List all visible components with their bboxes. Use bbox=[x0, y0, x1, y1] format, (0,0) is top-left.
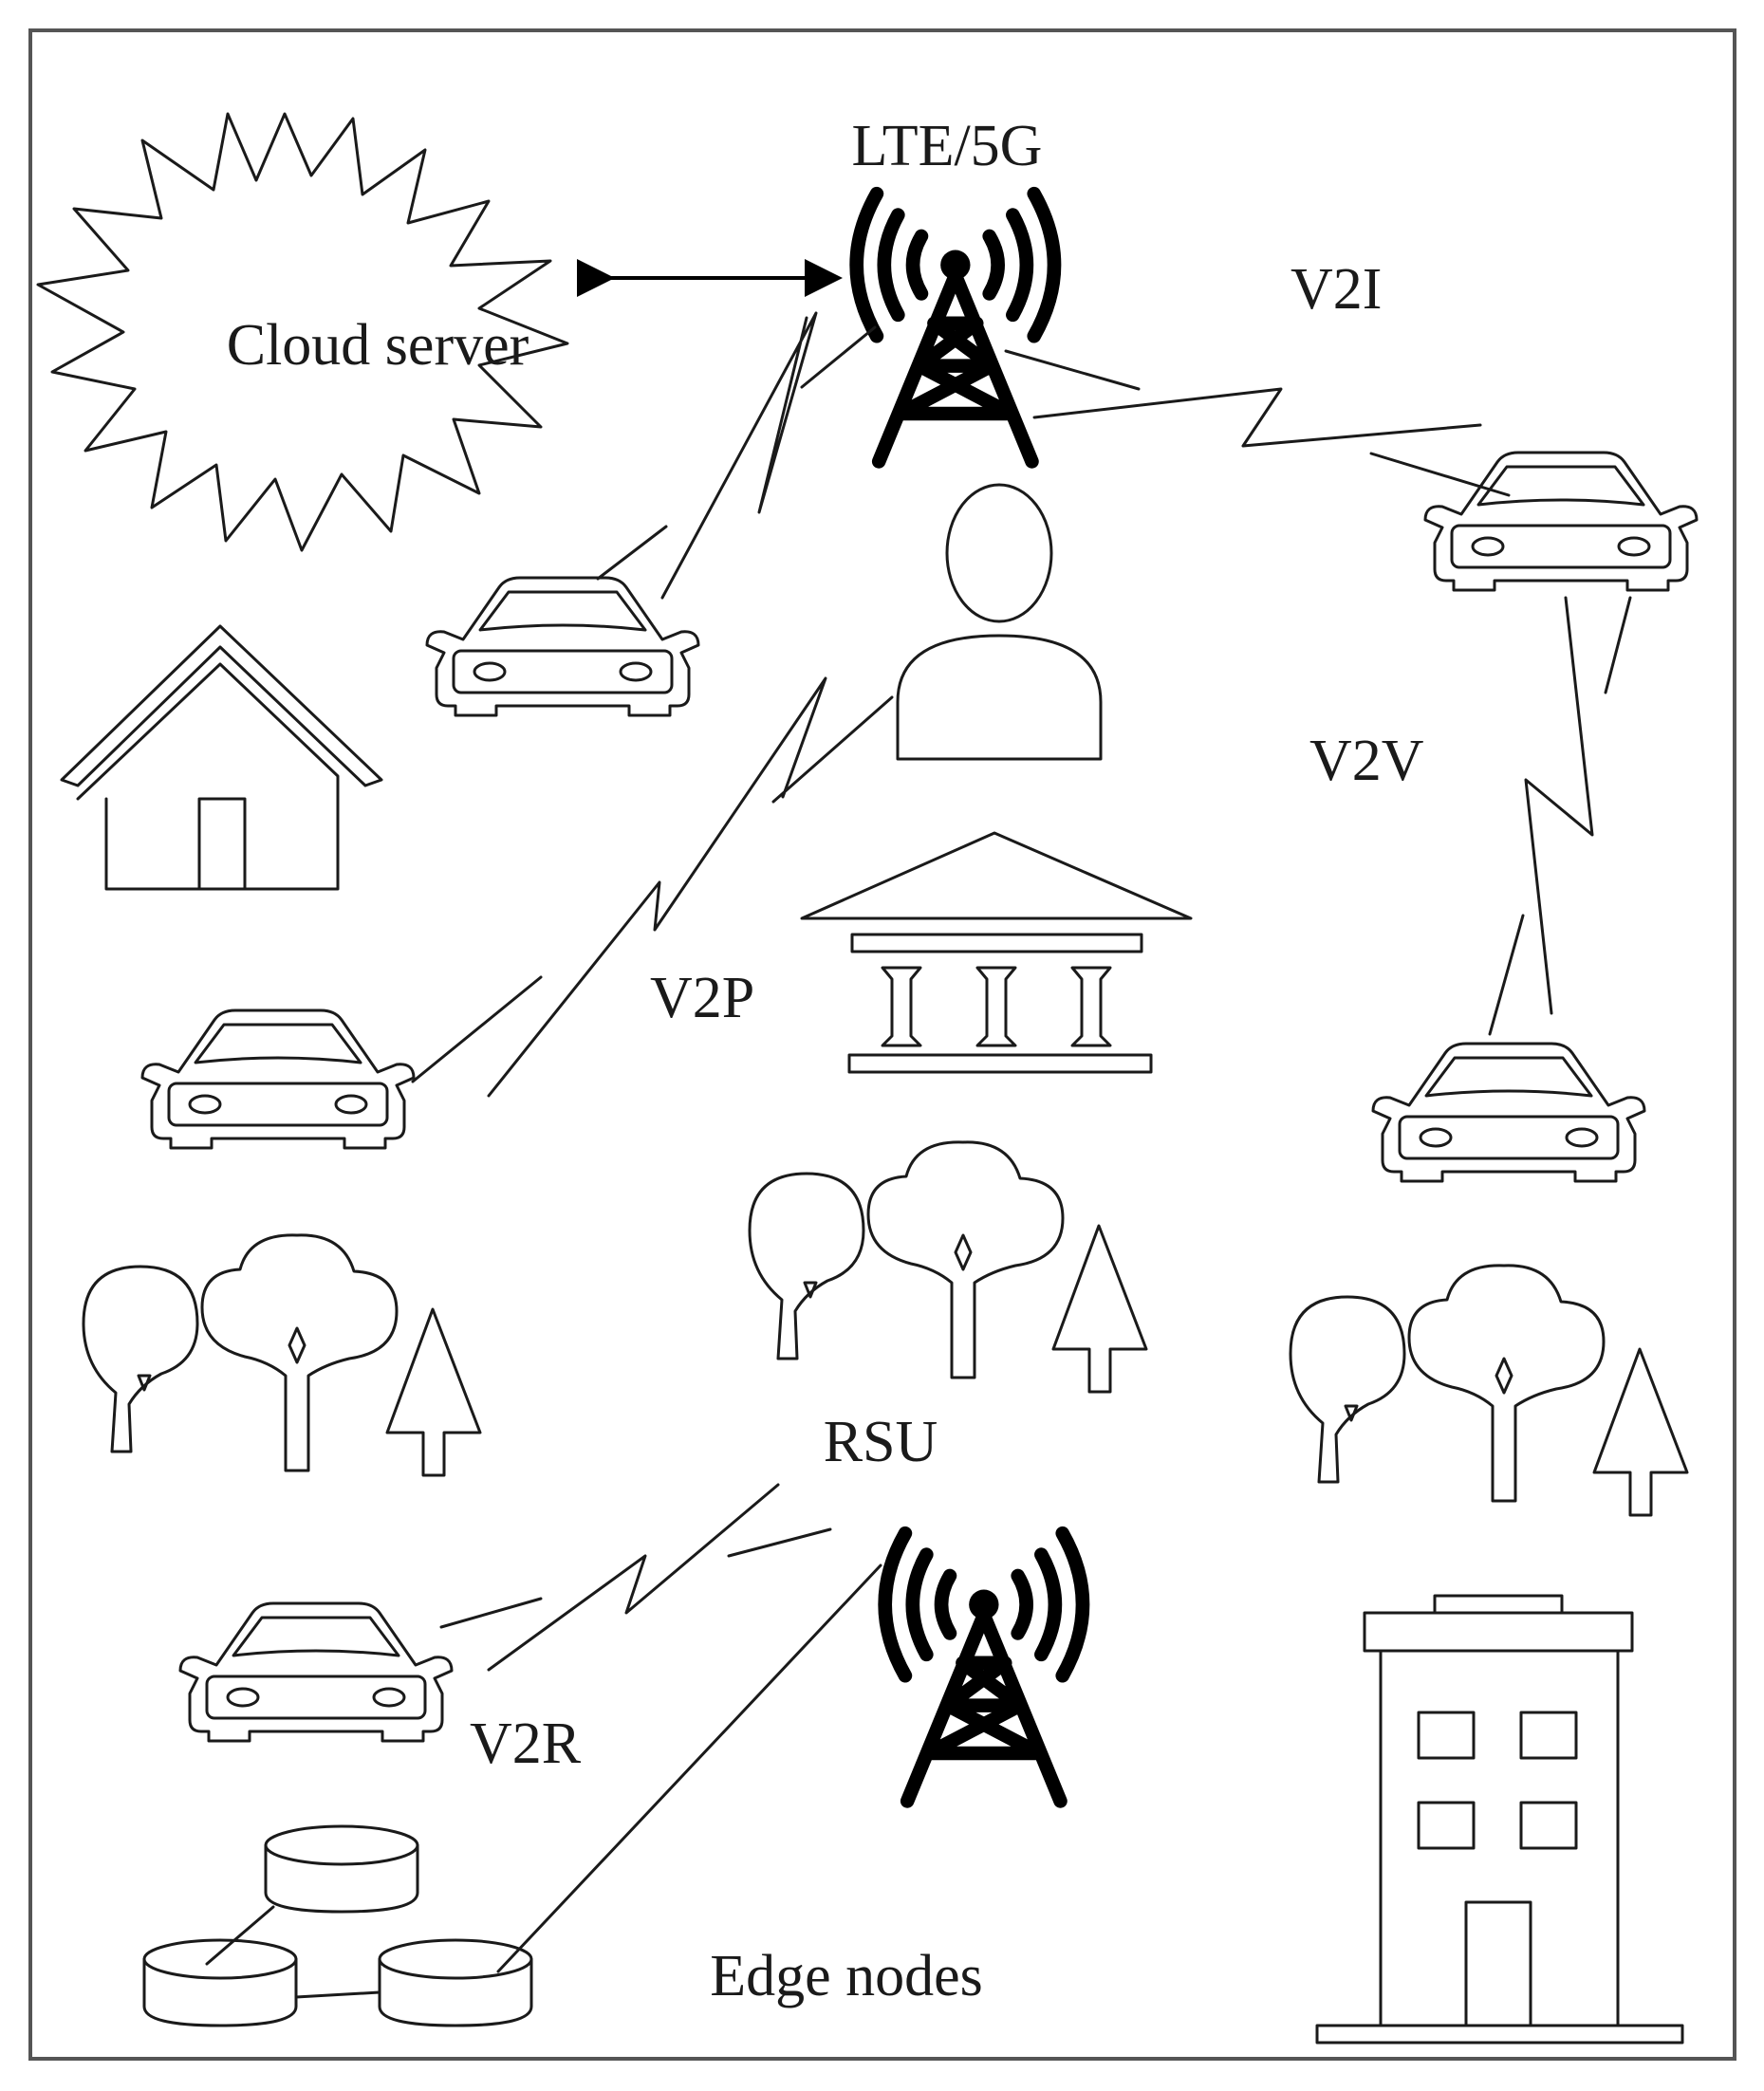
office-building-icon bbox=[1315, 1594, 1684, 2045]
bank-icon bbox=[800, 831, 1193, 1074]
cloud-server-icon bbox=[36, 112, 569, 552]
diagram-frame bbox=[28, 28, 1736, 2061]
car-icon-top bbox=[425, 576, 700, 717]
edge-node-connections bbox=[205, 1905, 381, 1999]
tree-icon-right bbox=[1291, 1266, 1689, 1517]
tree-icon-center bbox=[750, 1142, 1148, 1394]
car-icon-middle bbox=[140, 1008, 416, 1150]
v2i-link bbox=[1004, 349, 1511, 497]
edge-rsu-link bbox=[496, 1564, 882, 1973]
database-icon-right bbox=[378, 1938, 533, 2027]
v2r-label: V2R bbox=[470, 1712, 582, 1776]
car-icon-v2i bbox=[1423, 451, 1699, 592]
v2p-label: V2P bbox=[650, 966, 754, 1030]
lte-tower-icon bbox=[857, 194, 1054, 461]
edge-nodes-label: Edge nodes bbox=[710, 1944, 983, 2008]
person-icon bbox=[896, 483, 1103, 761]
v2i-car-tower-link bbox=[596, 311, 877, 600]
v2p-link bbox=[411, 676, 894, 1098]
car-icon-v2r bbox=[178, 1601, 454, 1743]
cloud-server-label: Cloud server bbox=[227, 313, 529, 378]
rsu-label: RSU bbox=[824, 1410, 938, 1474]
v2v-link bbox=[1488, 596, 1632, 1036]
rsu-tower-icon bbox=[885, 1533, 1083, 1801]
lte-5g-label: LTE/5G bbox=[852, 114, 1043, 178]
tree-icon-left bbox=[84, 1235, 482, 1477]
database-icon-top bbox=[264, 1824, 419, 1914]
house-icon bbox=[60, 624, 383, 891]
v2v-label: V2V bbox=[1309, 729, 1424, 793]
v2r-link bbox=[439, 1483, 832, 1672]
car-icon-v2v bbox=[1371, 1042, 1646, 1183]
v2i-label: V2I bbox=[1291, 257, 1382, 322]
